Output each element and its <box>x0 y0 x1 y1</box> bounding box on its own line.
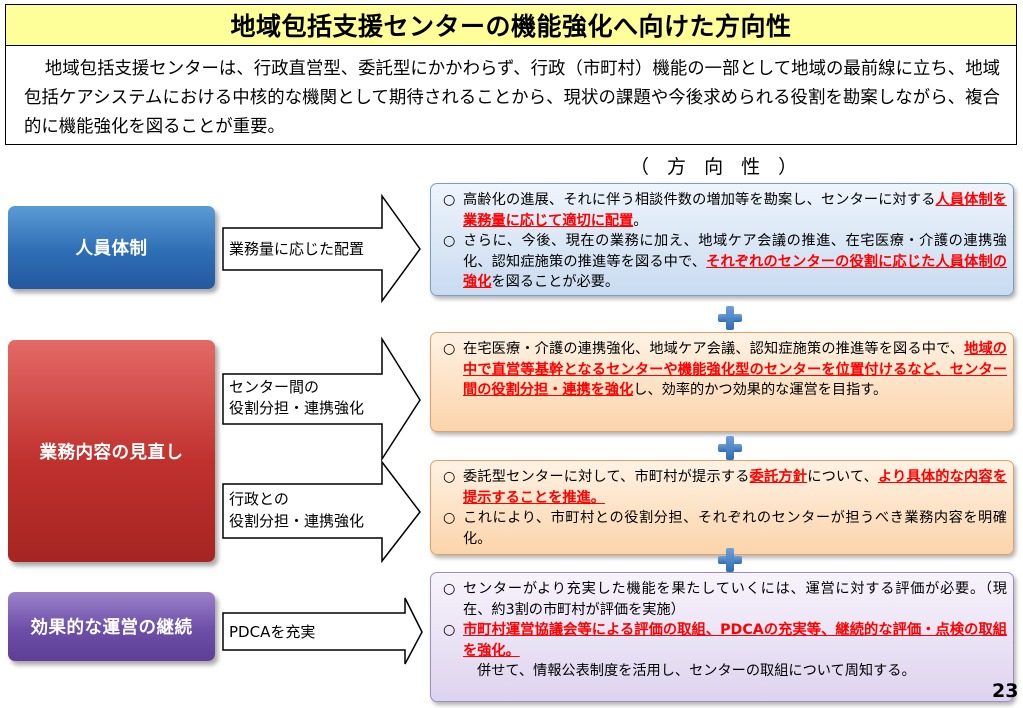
arrow-1-label: 業務量に応じた配置 <box>229 240 365 258</box>
item-text: 。 <box>633 212 648 229</box>
item-text: 在宅医療・介護の連携強化、地域ケア会議、認知症施策の推進等を図る中で、 <box>463 341 965 357</box>
emphasis-text: それぞれのセンターの役割に応じた人員体制の強化 <box>463 253 1007 291</box>
item-text: センターがより充実した機能を果たしていくには、運営に対する評価が必要。（現在、約… <box>463 581 1007 618</box>
bullet-mark: ○ <box>443 581 456 597</box>
direction-box-government-cooperation: ○ 委託型センターに対して、市町村が提示する委託方針について、より具体的な内容を… <box>430 460 1014 555</box>
emphasis-text: 地域の中で直営等基幹となるセンターや機能強化型のセンターを位置付けるなど、センタ… <box>463 341 1007 398</box>
item-text: さらに、今後、現在の業務に加え、地域ケア会議の推進、在宅医療・介護の連携強化、認… <box>463 233 1007 270</box>
list-item: 併せて、情報公表制度を活用し、センターの取組について周知する。 <box>441 661 1007 682</box>
bullet-mark: ○ <box>443 510 456 526</box>
item-text: これにより、市町村との役割分担、それぞれのセンターが担うべき業務内容を明確化。 <box>463 510 1007 547</box>
page-number: 23 <box>992 680 1019 702</box>
emphasis-text: より具体的な内容を提示することを推進。 <box>463 469 1008 506</box>
plus-icon <box>718 548 742 572</box>
item-text: 併せて、情報公表制度を活用し、センターの取組について周知する。 <box>477 663 916 679</box>
plus-icon <box>718 306 742 330</box>
direction-box-center-cooperation: ○ 在宅医療・介護の連携強化、地域ケア会議、認知症施策の推進等を図る中で、地域の… <box>430 332 1014 432</box>
item-text: し、効率的かつ効果的な運営を目指す。 <box>633 382 888 398</box>
direction-box-evaluation: ○ センターがより充実した機能を果たしていくには、運営に対する評価が必要。（現在… <box>430 572 1014 702</box>
arrow-4 <box>222 597 423 665</box>
item-text: 委託型センターに対して、市町村が提示する <box>463 469 750 485</box>
emphasis-text: 人員体制を業務量に応じて適切に配置 <box>463 192 1007 229</box>
arrow-3-label-line1: 行政との <box>229 490 289 508</box>
category-staffing: 人員体制 <box>8 206 215 289</box>
list-item: ○ 市町村運営協議会等による評価の取組、PDCAの充実等、継続的な評価・点検の取… <box>441 620 1007 661</box>
list-item: ○ これにより、市町村との役割分担、それぞれのセンターが担うべき業務内容を明確化… <box>441 508 1007 549</box>
emphasis-text: 委託方針 <box>749 469 808 485</box>
list-item: ○ センターがより充実した機能を果たしていくには、運営に対する評価が必要。（現在… <box>441 579 1007 620</box>
bullet-mark: ○ <box>443 622 456 638</box>
category-review: 業務内容の見直し <box>8 340 215 562</box>
intro-paragraph: 地域包括支援センターは、行政直営型、委託型にかかわらず、行政（市町村）機能の一部… <box>24 59 1000 137</box>
category-effective: 効果的な運営の継続 <box>8 592 215 661</box>
list-item: ○ 委託型センターに対して、市町村が提示する委託方針について、より具体的な内容を… <box>441 467 1007 508</box>
bullet-mark: ○ <box>443 233 456 249</box>
direction-box-staffing: ○ 高齢化の進展、それに伴う相談件数の増加等を勘案し、センターに対する人員体制を… <box>430 183 1014 296</box>
direction-header: （ 方 向 性 ） <box>630 156 804 178</box>
bullet-mark: ○ <box>443 192 456 208</box>
arrow-3 <box>222 459 421 564</box>
bullet-mark: ○ <box>443 469 456 485</box>
arrow-2-label-line2: 役割分担・連携強化 <box>229 399 365 417</box>
plus-icon <box>718 436 742 460</box>
intro-text-box: 地域包括支援センターは、行政直営型、委託型にかかわらず、行政（市町村）機能の一部… <box>5 46 1017 145</box>
arrow-2-label-line1: センター間の <box>229 378 320 396</box>
list-item: ○ 在宅医療・介護の連携強化、地域ケア会議、認知症施策の推進等を図る中で、地域の… <box>441 339 1007 401</box>
emphasis-text: 市町村運営協議会等による評価の取組、PDCAの充実等、継続的な評価・点検の取組を… <box>463 622 1007 659</box>
arrow-1 <box>222 193 421 304</box>
item-text: を図ることが必要。 <box>491 274 620 290</box>
list-item: ○ さらに、今後、現在の業務に加え、地域ケア会議の推進、在宅医療・介護の連携強化… <box>441 231 1007 293</box>
arrow-2 <box>222 336 421 462</box>
bullet-mark: ○ <box>443 341 456 357</box>
item-text: について、 <box>807 469 878 485</box>
arrow-3-label-line2: 役割分担・連携強化 <box>229 512 365 530</box>
item-text: 高齢化の進展、それに伴う相談件数の増加等を勘案し、センターに対する <box>463 192 936 208</box>
list-item: ○ 高齢化の進展、それに伴う相談件数の増加等を勘案し、センターに対する人員体制を… <box>441 190 1007 231</box>
arrow-4-label: PDCAを充実 <box>229 623 316 641</box>
page-title: 地域包括支援センターの機能強化へ向けた方向性 <box>5 4 1017 46</box>
